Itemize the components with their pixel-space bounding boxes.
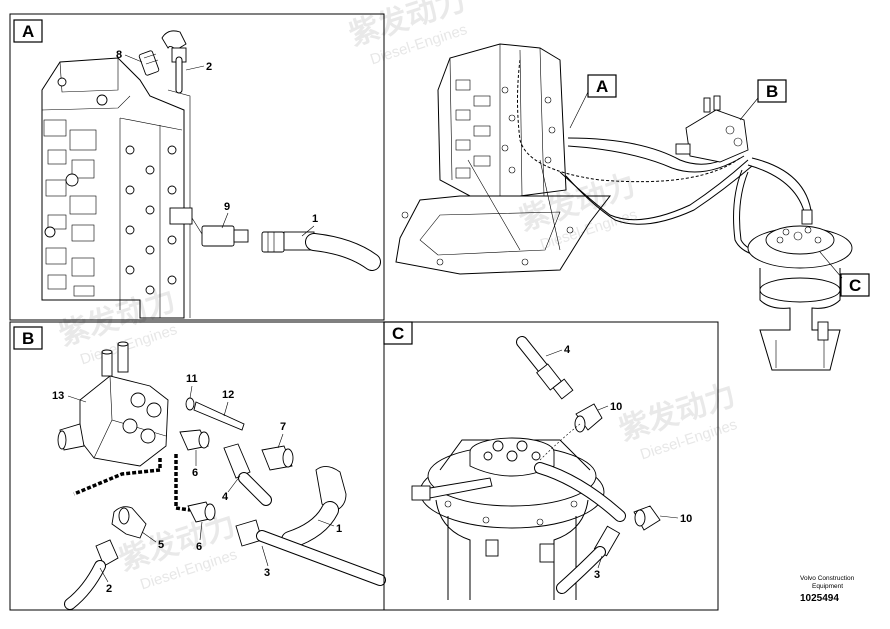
overview-callout-b: B bbox=[739, 79, 787, 121]
adapter-9 bbox=[169, 207, 249, 247]
overview-callout-a: A bbox=[569, 74, 617, 129]
callout-b-2: 2 bbox=[106, 583, 112, 595]
company-name-line2: Equipment bbox=[812, 583, 843, 590]
control-valve-block-a bbox=[41, 57, 191, 319]
swivel-joint-overview bbox=[747, 225, 853, 371]
callout-b-12: 12 bbox=[222, 389, 234, 401]
callout-a-8: 8 bbox=[116, 49, 122, 61]
panel-c-frame bbox=[383, 321, 719, 611]
callout-c-10-upper: 10 bbox=[610, 401, 622, 413]
panel-b-label: B bbox=[22, 329, 34, 348]
overview-assembly: A B C bbox=[395, 43, 870, 371]
elbow-10-upper bbox=[539, 403, 603, 461]
elbow-hose-1-b bbox=[281, 466, 347, 549]
elbow-5 bbox=[111, 506, 147, 539]
elbow-fitting-top bbox=[161, 30, 187, 63]
hose-fitting-1 bbox=[261, 231, 315, 253]
elbow-10-lower bbox=[633, 505, 661, 531]
fitting-6-upper bbox=[179, 429, 210, 451]
callout-c-10-lower: 10 bbox=[680, 513, 692, 525]
callout-a-9: 9 bbox=[224, 201, 230, 213]
panel-a-label: A bbox=[22, 22, 34, 41]
hose-3-b bbox=[235, 519, 386, 586]
dashed-connection-b1 bbox=[174, 454, 191, 512]
callout-b-11: 11 bbox=[186, 373, 198, 385]
panel-b: B bbox=[9, 321, 386, 611]
hose-2-b bbox=[64, 539, 119, 610]
document-number: 1025494 bbox=[800, 593, 839, 604]
fitting-8 bbox=[138, 50, 160, 76]
callout-b-7: 7 bbox=[280, 421, 286, 433]
hose-1-a bbox=[305, 233, 381, 271]
distribution-block-overview bbox=[675, 95, 749, 163]
bolt-rod-c bbox=[411, 477, 493, 501]
hose-to-swivel-c bbox=[534, 462, 626, 522]
panel-a-label-box bbox=[13, 19, 43, 43]
callout-a-2: 2 bbox=[206, 61, 212, 73]
callout-c-4: 4 bbox=[564, 344, 571, 356]
svg-text:C: C bbox=[849, 276, 861, 295]
watermark-layer: 紫发动力 Diesel-Engines 紫发动力 Diesel-Engines … bbox=[55, 0, 740, 593]
callout-b-3: 3 bbox=[264, 567, 270, 579]
watermark-1: 紫发动力 Diesel-Engines bbox=[345, 0, 470, 68]
callout-b-13: 13 bbox=[52, 390, 64, 402]
watermark-4: 紫发动力 Diesel-Engines bbox=[615, 378, 740, 464]
fitting-7 bbox=[261, 445, 294, 471]
callout-b-1: 1 bbox=[336, 523, 342, 535]
distribution-block-13 bbox=[57, 341, 169, 467]
callout-b-4: 4 bbox=[222, 491, 229, 503]
hose-3-c bbox=[556, 525, 621, 594]
panel-a: A bbox=[9, 13, 385, 321]
footer-block: Volvo Construction Equipment 1025494 bbox=[800, 575, 855, 604]
svg-text:B: B bbox=[766, 82, 778, 101]
bolt-12 bbox=[185, 397, 245, 431]
callout-c-3: 3 bbox=[594, 569, 600, 581]
panel-c-label-box bbox=[383, 321, 413, 345]
panel-b-label-box bbox=[13, 326, 43, 350]
control-valve-overview bbox=[437, 43, 567, 197]
fitting-6-lower bbox=[187, 501, 216, 523]
company-name-line1: Volvo Construction bbox=[800, 575, 855, 582]
callout-a-1: 1 bbox=[312, 213, 318, 225]
panel-a-frame bbox=[9, 13, 385, 321]
callout-b-6-upper: 6 bbox=[192, 467, 198, 479]
panel-c-label: C bbox=[392, 324, 404, 343]
callout-b-6-lower: 6 bbox=[196, 541, 202, 553]
dashed-connection-b2 bbox=[73, 458, 162, 496]
callout-b-5: 5 bbox=[158, 539, 164, 551]
panel-c: C bbox=[383, 321, 719, 611]
hose-4-c bbox=[516, 336, 574, 400]
svg-text:A: A bbox=[596, 77, 608, 96]
overview-callout-c: C bbox=[819, 251, 870, 297]
mounting-plate bbox=[395, 195, 612, 275]
hose-4-b bbox=[223, 443, 272, 506]
